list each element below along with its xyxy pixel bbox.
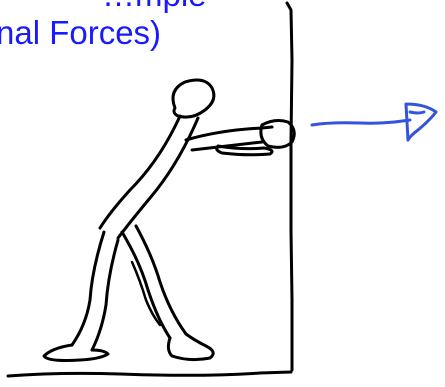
figure-torso: [100, 116, 198, 238]
figure-front-foot: [168, 334, 213, 360]
stick-figure: [44, 80, 294, 361]
figure-arm-lower: [217, 146, 272, 155]
figure-head: [173, 80, 214, 117]
figure-back-foot: [44, 345, 108, 361]
force-arrow-shaft: [312, 120, 410, 125]
force-arrow-head: [406, 104, 436, 140]
figure-front-leg: [122, 226, 186, 338]
force-arrow: [312, 104, 436, 140]
figure-hand: [261, 121, 294, 148]
figure-back-leg: [72, 232, 118, 350]
wall: [8, 3, 292, 376]
ground-line: [8, 372, 291, 376]
